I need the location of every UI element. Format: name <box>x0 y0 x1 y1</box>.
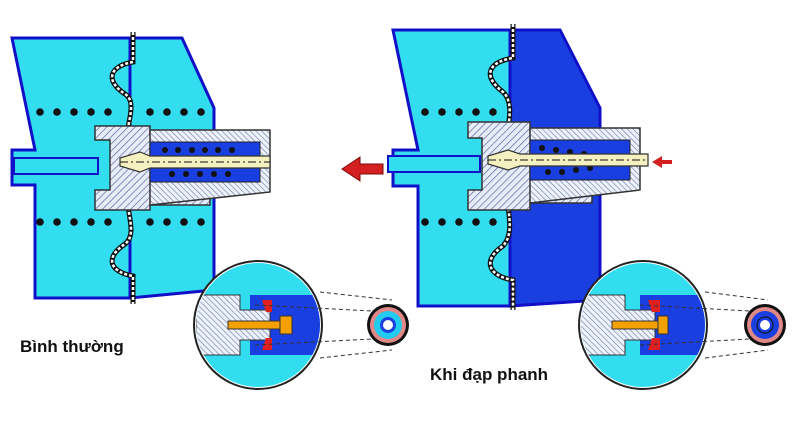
label-normal: Bình thường <box>20 337 124 356</box>
inset-normal <box>193 260 409 390</box>
label-braking: Khi đạp phanh <box>430 365 548 384</box>
right-push-arrow-icon <box>652 156 672 168</box>
booster-braking <box>387 24 649 310</box>
spring-dots-top <box>36 108 205 116</box>
left-arrow-icon <box>341 156 384 182</box>
booster-normal <box>10 32 271 304</box>
valve-springs <box>162 147 235 177</box>
output-rod <box>387 155 481 173</box>
inset-braking <box>578 260 786 390</box>
spring-dots-top <box>421 108 497 116</box>
spring-dots-bottom <box>36 218 205 226</box>
output-rod <box>13 157 99 175</box>
spring-dots-bottom <box>421 218 497 226</box>
